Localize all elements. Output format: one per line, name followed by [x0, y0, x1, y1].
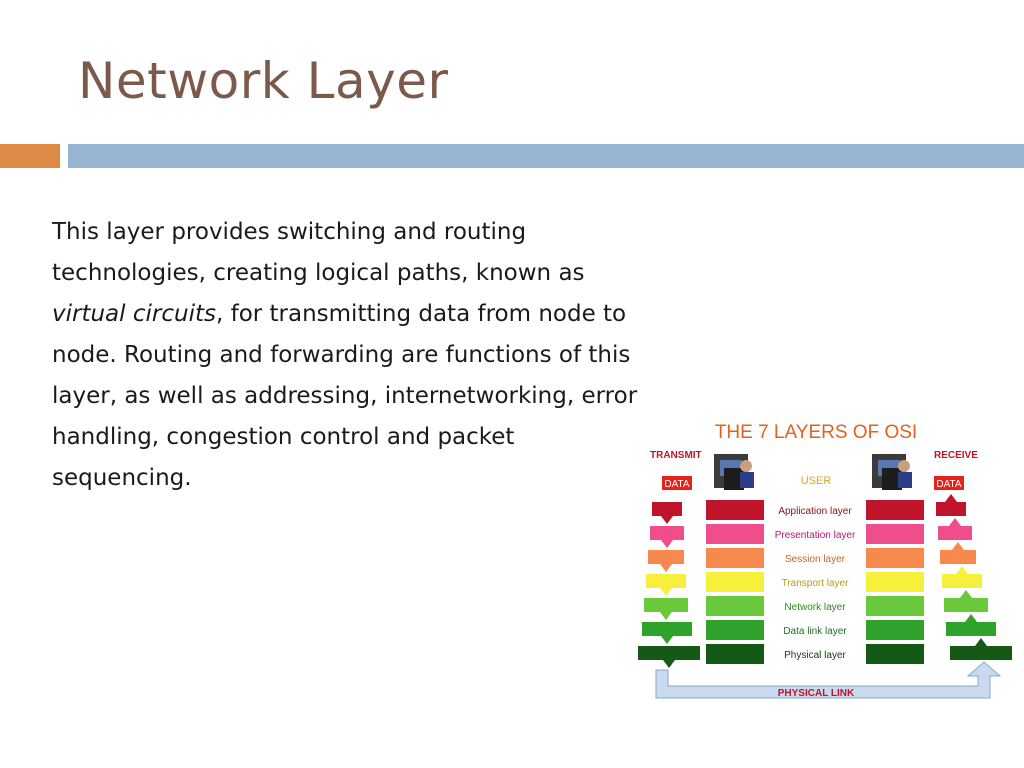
- layer-label-presentation-layer: Presentation layer: [775, 530, 856, 541]
- transmit-step-application-layer: [652, 502, 682, 516]
- right-stack-application-layer: [866, 500, 924, 520]
- receive-step-presentation-layer: [938, 526, 972, 540]
- receive-step-transport-layer: [942, 574, 982, 588]
- receive-arrow-network-layer: [960, 590, 972, 598]
- transmit-step-session-layer: [648, 550, 684, 564]
- right-stack-physical-layer: [866, 644, 924, 664]
- receive-arrow-session-layer: [952, 542, 964, 550]
- receive-step-physical-layer: [950, 646, 1012, 660]
- layer-label-application-layer: Application layer: [778, 506, 852, 517]
- physical-link-arrow: [655, 661, 1002, 699]
- body-text-part1: This layer provides switching and routin…: [52, 219, 585, 286]
- transmit-arrow-application-layer: [661, 516, 673, 524]
- transmit-step-data-link-layer: [642, 622, 692, 636]
- transmit-step-physical-layer: [638, 646, 700, 660]
- accent-bar-orange: [0, 144, 60, 168]
- body-paragraph: This layer provides switching and routin…: [52, 212, 652, 499]
- body-text-part2: , for transmitting data from node to nod…: [52, 301, 638, 491]
- left-stack-presentation-layer: [706, 524, 764, 544]
- layer-label-network-layer: Network layer: [784, 602, 846, 613]
- left-stack-transport-layer: [706, 572, 764, 592]
- body-text-italic: virtual circuits: [52, 301, 216, 327]
- transmit-arrow-physical-layer: [663, 660, 675, 668]
- receive-label: RECEIVE: [934, 450, 978, 461]
- left-stack-physical-layer: [706, 644, 764, 664]
- transmit-arrow-network-layer: [660, 612, 672, 620]
- left-stack-application-layer: [706, 500, 764, 520]
- computer-user-right-icon: [872, 454, 912, 490]
- receive-step-network-layer: [944, 598, 988, 612]
- transmit-step-network-layer: [644, 598, 688, 612]
- left-stack-session-layer: [706, 548, 764, 568]
- transmit-arrow-presentation-layer: [661, 540, 673, 548]
- transmit-arrow-session-layer: [660, 564, 672, 572]
- physical-link-label: PHYSICAL LINK: [778, 688, 855, 699]
- right-stack-network-layer: [866, 596, 924, 616]
- data-badge-left: DATA: [664, 479, 690, 490]
- layer-label-data-link-layer: Data link layer: [783, 626, 847, 637]
- layer-label-physical-layer: Physical layer: [784, 650, 846, 661]
- right-stack-transport-layer: [866, 572, 924, 592]
- data-badge-right: DATA: [936, 479, 962, 490]
- right-stack-data-link-layer: [866, 620, 924, 640]
- transmit-label: TRANSMIT: [650, 450, 702, 461]
- right-stack-presentation-layer: [866, 524, 924, 544]
- receive-step-application-layer: [936, 502, 966, 516]
- layer-label-transport-layer: Transport layer: [782, 578, 850, 589]
- slide-title: Network Layer: [78, 52, 449, 110]
- transmit-step-transport-layer: [646, 574, 686, 588]
- receive-arrow-physical-layer: [975, 638, 987, 646]
- transmit-arrow-data-link-layer: [661, 636, 673, 644]
- accent-bar-blue: [68, 144, 1024, 168]
- left-stack-network-layer: [706, 596, 764, 616]
- transmit-step-presentation-layer: [650, 526, 684, 540]
- receive-arrow-application-layer: [945, 494, 957, 502]
- receive-arrow-transport-layer: [956, 566, 968, 574]
- receive-step-session-layer: [940, 550, 976, 564]
- receive-step-data-link-layer: [946, 622, 996, 636]
- transmit-arrow-transport-layer: [660, 588, 672, 596]
- diagram-title: THE 7 LAYERS OF OSI: [715, 422, 917, 443]
- receive-arrow-presentation-layer: [949, 518, 961, 526]
- receive-arrow-data-link-layer: [965, 614, 977, 622]
- right-stack-session-layer: [866, 548, 924, 568]
- left-stack-data-link-layer: [706, 620, 764, 640]
- osi-diagram: THE 7 LAYERS OF OSI TRANSMIT RECEIVE USE…: [620, 408, 1024, 708]
- layer-label-session-layer: Session layer: [785, 554, 846, 565]
- computer-user-left-icon: [714, 454, 754, 490]
- user-label: USER: [801, 475, 832, 487]
